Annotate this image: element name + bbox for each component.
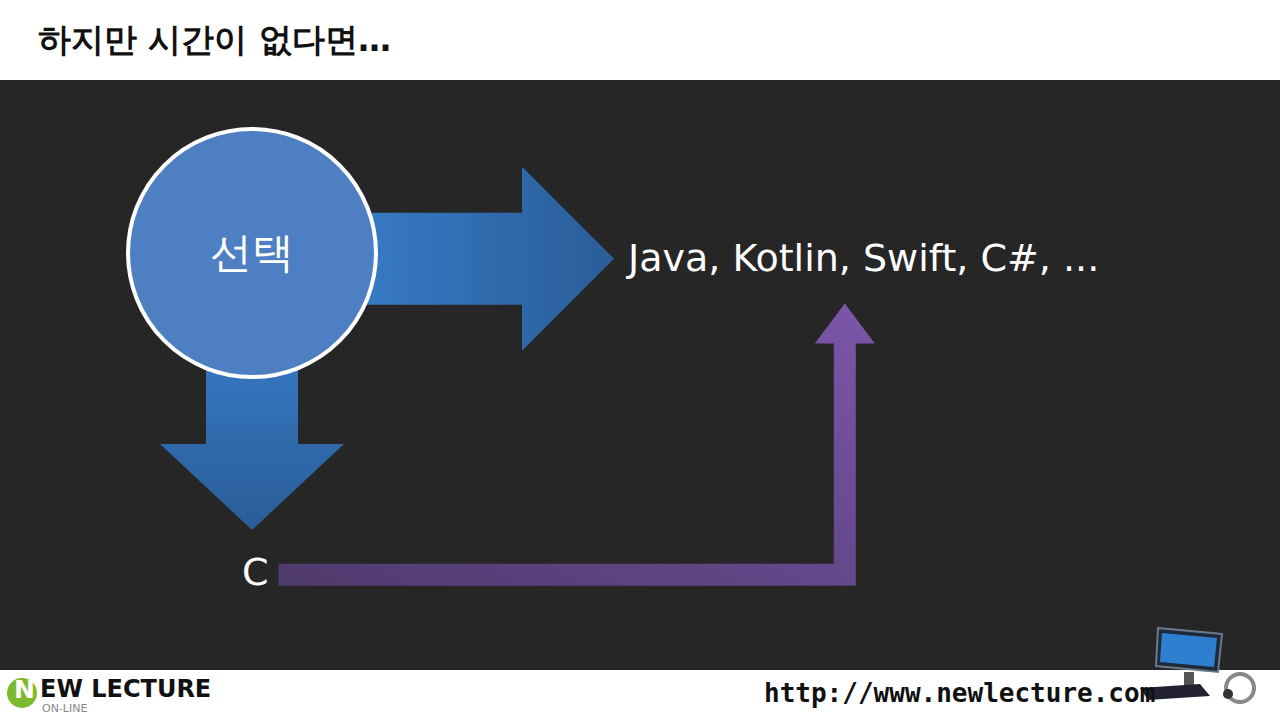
website-url: http://www.newlecture.com bbox=[764, 680, 1155, 706]
logo-text: EW LECTURE bbox=[40, 677, 211, 701]
connector-arrow bbox=[279, 304, 875, 586]
node-text: 선택 bbox=[210, 228, 294, 278]
choice-circle: 선택 bbox=[126, 127, 378, 379]
computer-icon bbox=[1140, 628, 1254, 702]
logo-letter: N bbox=[14, 677, 35, 702]
node-text: C bbox=[242, 550, 269, 596]
logo-subtext: ON-LINE bbox=[42, 703, 87, 714]
target-languages: Java, Kotlin, Swift, C#, ... bbox=[628, 236, 1099, 282]
slide-title: 하지만 시간이 없다면… bbox=[38, 18, 391, 63]
node-text: Java, Kotlin, Swift, C#, ... bbox=[628, 236, 1099, 282]
logo-circle bbox=[7, 678, 37, 708]
c-language: C bbox=[242, 550, 269, 596]
